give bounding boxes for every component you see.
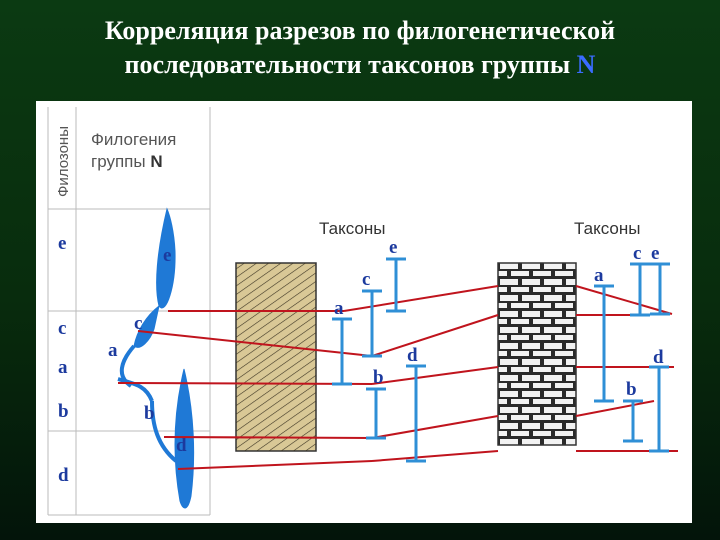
tree-label-a: a [108,340,118,361]
phylogeny-label-n: N [150,152,162,171]
title-accent: N [576,50,596,79]
phylogeny-label-prefix: группы [91,152,150,171]
leaf-c [133,304,160,348]
s2-taxon-e: e [651,243,659,264]
s1-taxon-b: b [373,367,384,388]
s1-taxon-a: a [334,298,344,319]
s2-taxon-a: a [594,265,604,286]
s2-taxon-b: b [626,379,637,400]
branch-a-b [117,377,154,402]
tree-labels: e c a b d [108,245,187,456]
slide-title: Корреляция разрезов по филогенетической … [0,14,720,82]
s1-taxon-c: c [362,269,370,290]
s2-taxon-c: c [633,243,641,264]
phylozones-label: Филозоны [55,126,72,197]
zone-d: d [58,465,69,486]
tree-label-c: c [134,313,142,334]
leaf-d [174,368,195,509]
phylogeny-label-line1: Филогения [91,130,176,149]
correlation-lines [117,285,678,470]
title-line-1: Корреляция разрезов по филогенетической [104,16,616,45]
section2-column [497,262,577,446]
branch-b-d [150,400,178,463]
section1-taxa-ranges [332,257,426,463]
title-line-2: последовательности таксонов группы N [0,48,720,82]
tree-label-b: b [144,403,155,424]
section2-taxa-ranges [594,262,670,453]
zone-b: b [58,401,69,422]
correlation-diagram: Филозоны Филогения группы N e c a b d e … [47,107,678,516]
title-line-2-text: последовательности таксонов группы [124,50,577,79]
zone-e: e [58,233,66,254]
s1-taxon-d: d [407,345,418,366]
section1-hatching [236,263,316,451]
section1-taxa-labels: e c a b d [334,237,418,388]
zone-a: a [58,357,68,378]
section2-taxa-labels: a c e d b [594,243,664,400]
tree-label-d: d [176,435,187,456]
tree-label-e: e [163,245,171,266]
phylogeny-label-line2: группы N [91,152,163,171]
section1-header: Таксоны [319,219,385,238]
phylogeny-tree [117,207,195,509]
s2-taxon-d: d [653,347,664,368]
leaf-e [156,207,176,309]
diagram-panel: Филозоны Филогения группы N e c a b d e … [36,101,692,523]
phylozone-letters: e c a b d [58,233,69,486]
s1-taxon-e: e [389,237,397,258]
zone-c: c [58,318,66,339]
section2-header: Таксоны [574,219,640,238]
